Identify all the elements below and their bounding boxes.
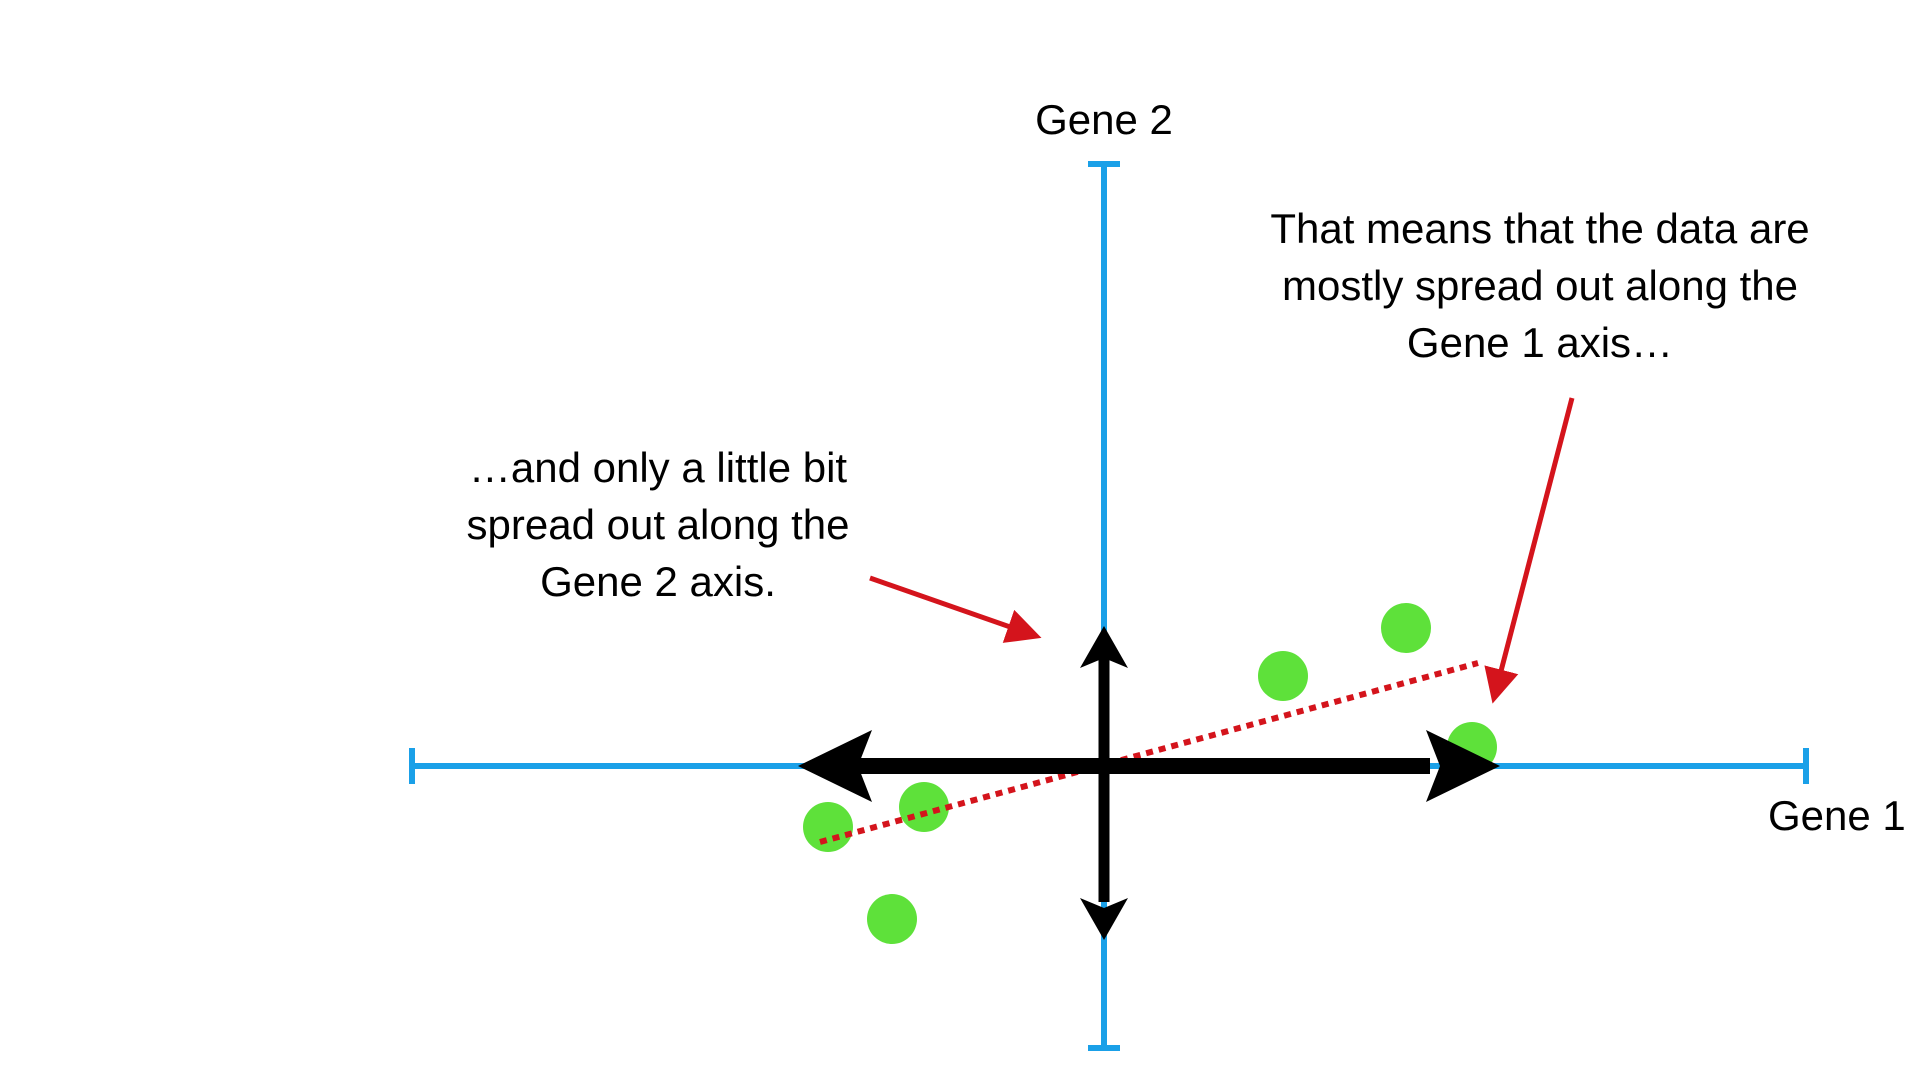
gene1-axis-label: Gene 1 <box>1768 792 1906 839</box>
spread-arrows <box>798 626 1500 940</box>
right-annotation-line: That means that the data are <box>1270 205 1809 252</box>
annotation-arrow-right <box>1484 397 1575 704</box>
left-annotation-line: spread out along the <box>467 501 850 548</box>
data-points <box>803 603 1497 944</box>
data-point <box>1258 651 1308 701</box>
left-annotation-line: Gene 2 axis. <box>540 558 776 605</box>
vertical-spread-bottom-arrowhead <box>1080 898 1128 940</box>
data-point <box>803 802 853 852</box>
dotted-fit-line <box>819 660 1479 845</box>
data-point <box>867 894 917 944</box>
right-annotation: That means that the data are mostly spre… <box>1270 205 1809 366</box>
left-annotation-line: …and only a little bit <box>469 444 848 491</box>
right-annotation-line: Gene 1 axis… <box>1407 319 1673 366</box>
left-annotation: …and only a little bit spread out along … <box>467 444 850 605</box>
gene2-axis-label: Gene 2 <box>1035 96 1173 143</box>
data-point <box>899 782 949 832</box>
horizontal-spread-right-arrowhead <box>1426 730 1500 802</box>
annotation-arrow-left <box>869 575 1042 643</box>
horizontal-spread-left-arrowhead <box>798 730 872 802</box>
data-point <box>1381 603 1431 653</box>
vertical-spread-top-arrowhead <box>1080 626 1128 668</box>
right-annotation-line: mostly spread out along the <box>1282 262 1798 309</box>
